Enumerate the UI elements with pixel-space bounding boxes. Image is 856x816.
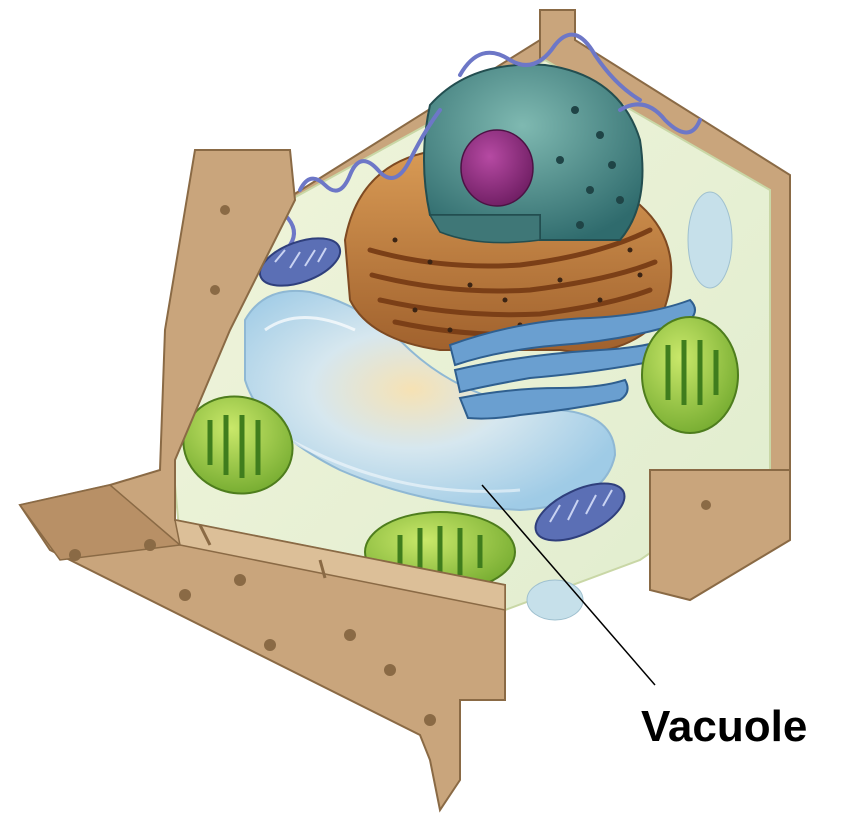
cell-wall-right: [650, 470, 790, 600]
nucleolus: [461, 130, 533, 206]
vacuole-label: Vacuole: [641, 702, 807, 751]
nucleus: [424, 65, 643, 243]
chloroplast-right: [642, 317, 738, 433]
